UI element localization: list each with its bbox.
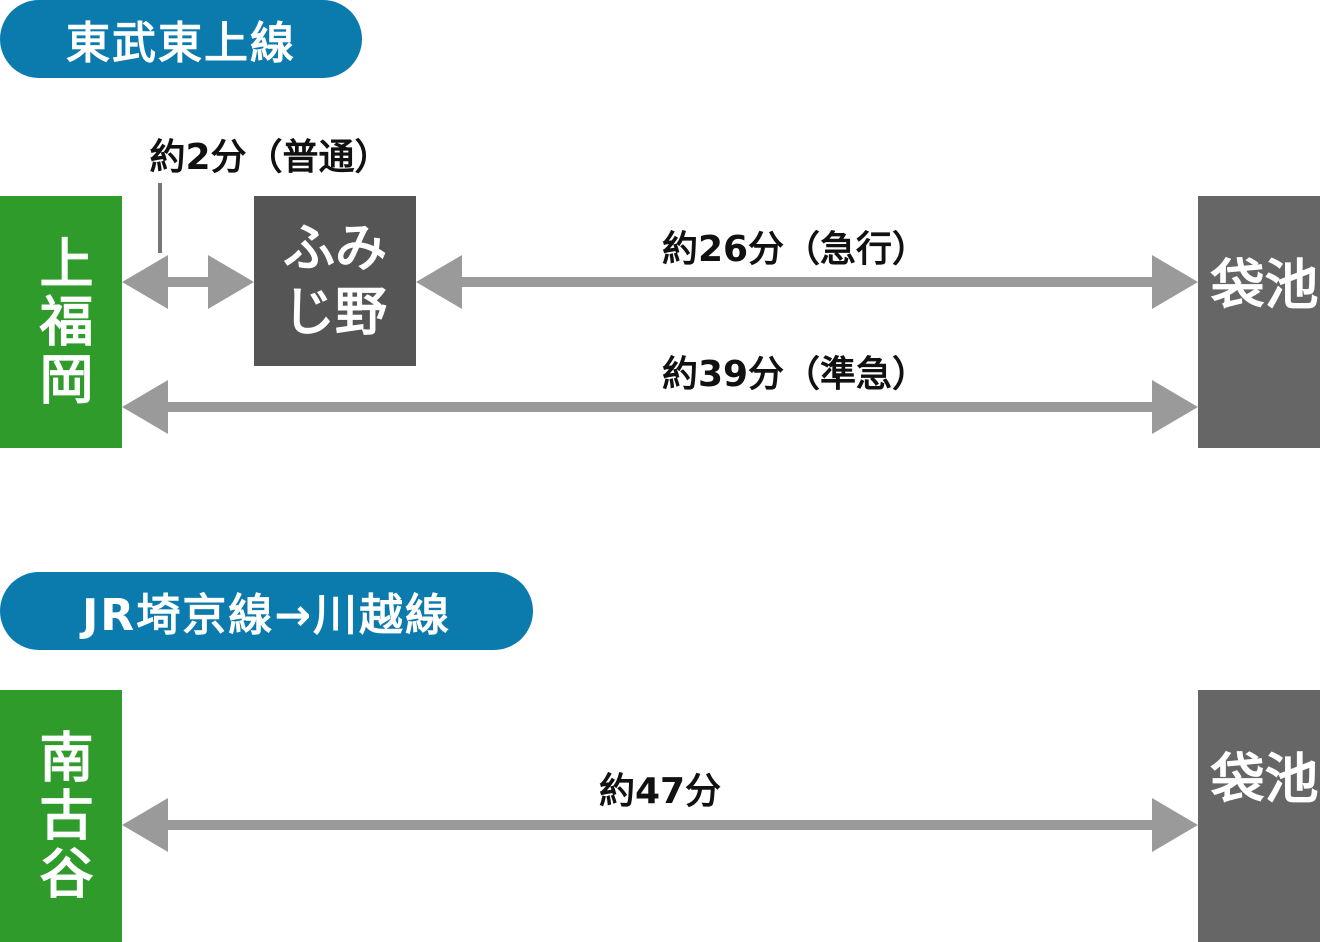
station-name: 池袋	[1201, 750, 1318, 864]
arrow-kamifukuoka-fujimino	[122, 255, 254, 309]
arrow-kamifukuoka-ikebukuro	[122, 380, 1198, 434]
station-fujimino: ふみ じ野	[254, 196, 416, 366]
station-name-line1: ふみ	[282, 219, 387, 279]
time-label-minamifuruya: 約47分	[598, 771, 722, 812]
line-label-jr-saikyo-kawagoe: JR埼京線→川越線	[0, 572, 533, 650]
station-name: 南古谷	[30, 729, 93, 903]
time-label-semi-express: 約39分（準急）	[661, 354, 929, 395]
station-name: 上福岡	[30, 235, 93, 409]
tick-line	[158, 183, 162, 253]
station-ikebukuro: 池袋	[1198, 196, 1320, 448]
arrow-fujimino-ikebukuro	[416, 255, 1198, 309]
station-ikebukuro-2: 池袋	[1198, 690, 1320, 942]
station-name: 池袋	[1201, 256, 1318, 370]
station-kamifukuoka: 上福岡	[0, 196, 122, 448]
time-label-local: 約2分（普通）	[149, 137, 391, 178]
line-label-tobu-tojo: 東武東上線	[0, 0, 362, 78]
station-minamifuruya: 南古谷	[0, 690, 122, 942]
arrow-minamifuruya-ikebukuro	[122, 798, 1198, 852]
time-label-express: 約26分（急行）	[661, 229, 929, 270]
station-name-line2: じ野	[282, 283, 387, 343]
